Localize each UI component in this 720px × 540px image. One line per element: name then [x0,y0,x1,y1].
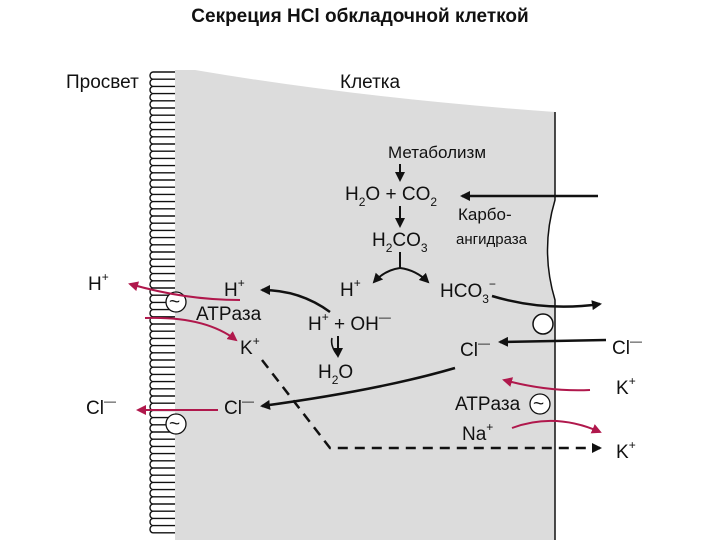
carbonic-anhydrase-label-1: Карбо- [458,205,512,224]
cl-minus-right-label: Cl— [612,334,642,359]
na-efflux-arrow [511,419,602,434]
cl-influx-arrow [498,336,607,347]
k-influx-right-arrow [502,377,591,392]
k-recycle-dashed-path [261,359,602,453]
cl-minus-lumen-label: Cl— [86,394,116,419]
h2co3-label: H2CO3 [372,230,428,255]
water-formation-arrow-2 [330,337,339,357]
h-oh-label: H+ + OH— [308,310,391,335]
k-plus-right-top-label: K+ [616,374,636,399]
basolateral-membrane [546,112,556,540]
cell-label: Клетка [340,72,401,93]
cell-body [175,70,555,540]
cl-minus-channel-label: Cl— [224,394,254,419]
atpase-right-symbol [529,393,551,415]
lumen-label: Просвет [66,72,139,93]
k-uptake-arrow [144,316,238,342]
atpase-left-label: ATPаза [196,304,262,325]
h-secretion-arrow [128,281,241,301]
carbonic-anhydrase-label-2: ангидраза [456,231,528,248]
h-plus-lumen-label: H+ [88,270,109,295]
page-title: Секреция HCl обкладочной клеткой [191,6,529,27]
h2o-co2-label: H2O + CO2 [345,184,437,209]
h2co3-to-hco3-arrow [399,267,430,284]
h-plus-pump-label: H+ [224,276,245,301]
h-to-pump-arrow [260,285,331,314]
cl-channel-tilde: ~ [169,414,180,435]
k-plus-right-bottom-label: K+ [616,438,636,463]
h-plus-center-label: H+ [340,276,361,301]
cl-hco3-exchanger [532,313,554,335]
h2o-label: H2O [318,362,353,387]
hco3-efflux-arrow [491,294,602,311]
cl-channel-symbol [165,413,187,435]
atpase-left-symbol [165,291,187,313]
h2co3-to-h-arrow [372,267,401,284]
metabolism-label: Метаболизм [388,143,486,162]
atpase-right-tilde: ~ [533,394,544,415]
apical-membrane-microvilli [149,71,175,534]
cl-minus-center-label: Cl— [460,336,490,361]
hco3-label: HCO3− [440,277,496,306]
k-plus-left-label: K+ [240,334,260,359]
atpase-right-label: ATPаза [455,394,521,415]
cl-to-channel-arrow [260,366,456,410]
atpase-left-tilde: ~ [169,292,180,313]
microvilli-path [149,71,175,534]
na-plus-label: Na+ [462,420,493,445]
